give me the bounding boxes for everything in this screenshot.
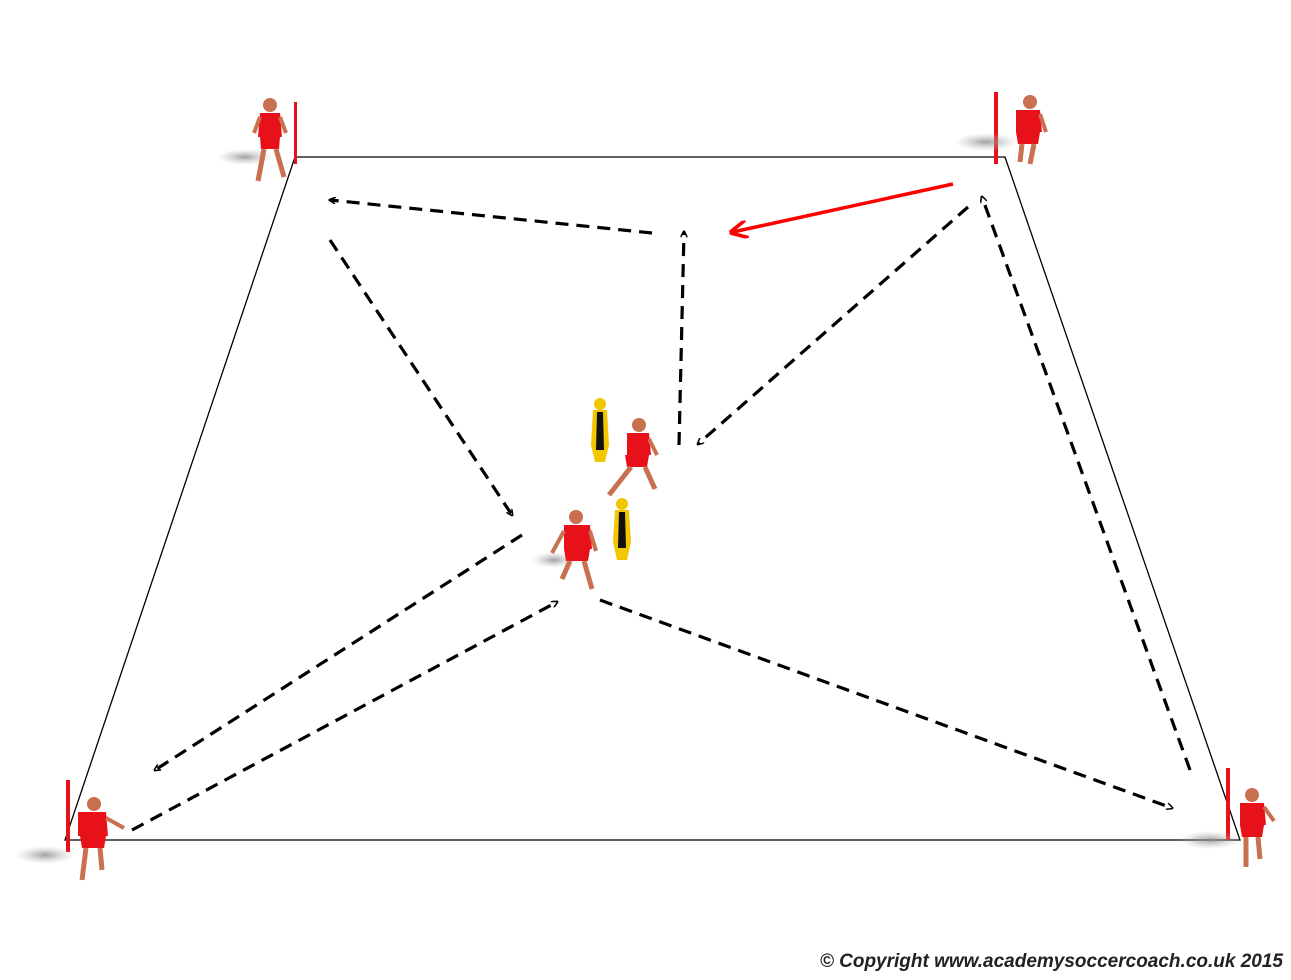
corner-poles — [66, 92, 1230, 852]
movement-arrows — [131, 197, 1192, 832]
mannequin-lower — [613, 498, 631, 560]
player-top-left — [217, 98, 288, 182]
player-bottom-right — [1178, 788, 1276, 867]
arrow-tl-to-center — [328, 239, 512, 515]
player-bottom-left — [15, 797, 125, 881]
arrow-center-to-bl — [155, 533, 523, 770]
corner-pole-top-left — [294, 102, 297, 164]
pass-arrow — [733, 182, 954, 232]
player-center-upper — [607, 418, 659, 497]
mannequin-upper — [591, 398, 609, 462]
arrow-center-upward — [677, 232, 684, 446]
arrow-tr-to-top-middle — [330, 200, 653, 235]
pitch-outline — [64, 156, 1241, 841]
corner-pole-bottom-right — [1226, 768, 1230, 840]
arrow-tr-to-center — [698, 205, 970, 444]
arrow-center-to-br — [599, 598, 1172, 808]
corner-pole-bottom-left — [66, 780, 70, 852]
players — [15, 95, 1276, 881]
mannequins — [591, 398, 631, 560]
arrow-bl-to-center — [131, 602, 557, 832]
arrow-br-to-tr — [982, 197, 1192, 771]
player-center-lower — [532, 510, 598, 590]
player-top-right — [954, 95, 1048, 165]
copyright-notice: © Copyright www.academysoccercoach.co.uk… — [819, 951, 1283, 972]
corner-pole-top-right — [994, 92, 998, 164]
